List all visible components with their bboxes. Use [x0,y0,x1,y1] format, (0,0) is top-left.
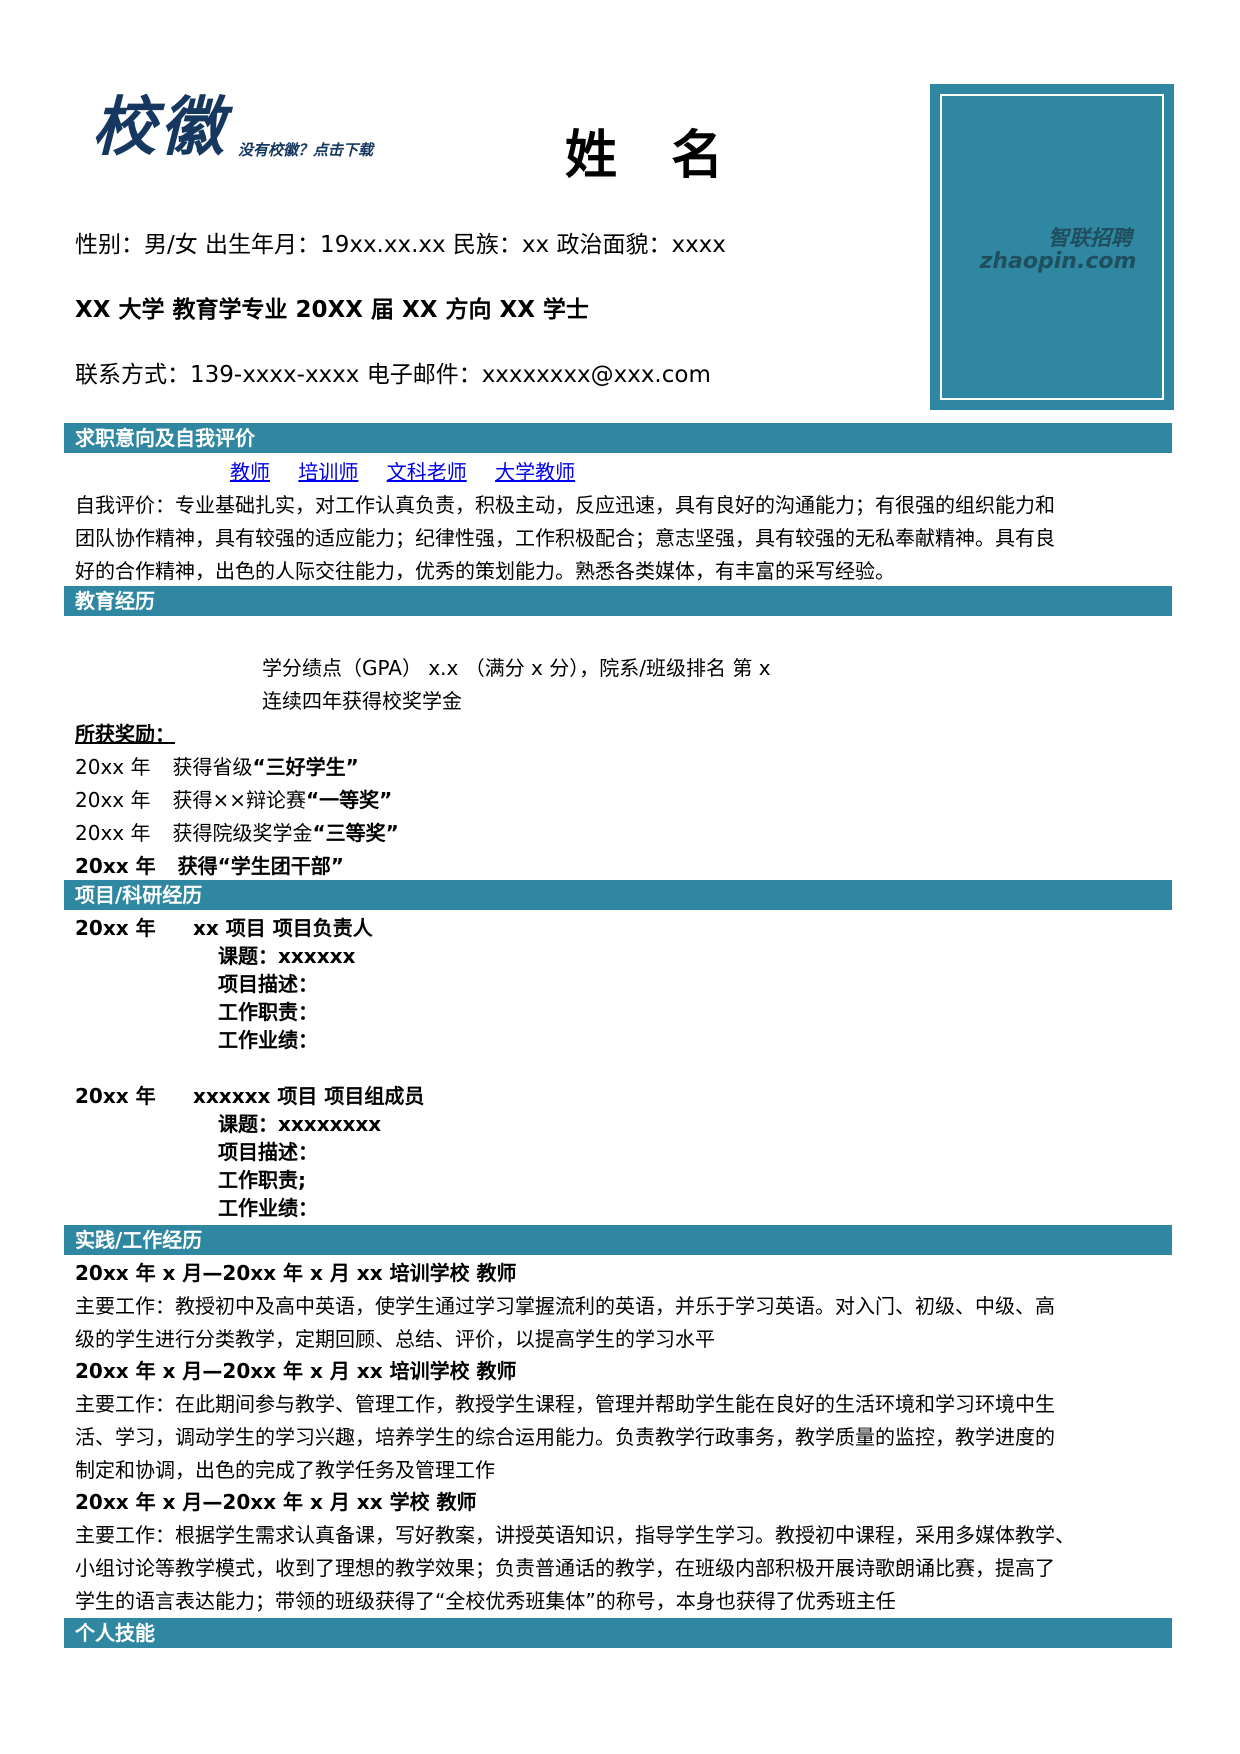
job-link-university-teacher[interactable]: 大学教师 [495,460,576,484]
job-description-line: 主要工作：根据学生需求认真备课，写好教案，讲授英语知识，指导学生学习。教授初中课… [75,1523,1075,1547]
project-topic: 课题：xxxxxx [218,944,356,968]
award-item: 20xx 年获得省级“三好学生” [75,751,359,783]
school-logo[interactable]: 校徽 [92,90,228,165]
personal-info: 性别：男/女 出生年月：19xx.xx.xx 民族：xx 政治面貌：xxxx [75,232,726,258]
project-year: 20xx 年 [75,1084,156,1108]
award-year: 20xx 年 [75,755,151,779]
job-link-liberal-arts-teacher[interactable]: 文科老师 [386,460,467,484]
job-header: 20xx 年 x 月—20xx 年 x 月 xx 学校 教师 [75,1490,477,1514]
project-duty-label: 工作职责; [218,1168,306,1192]
job-header: 20xx 年 x 月—20xx 年 x 月 xx 培训学校 教师 [75,1359,517,1383]
section-header-education: 教育经历 [64,586,1172,616]
project-title: xxxxxx 项目 项目组成员 [193,1084,425,1108]
self-evaluation-line-3: 好的合作精神，出色的人际交往能力，优秀的策划能力。熟悉各类媒体，有丰富的采写经验… [75,559,895,583]
project-duty-label: 工作职责： [218,1000,318,1024]
job-description-line: 级的学生进行分类教学，定期回顾、总结、评价，以提高学生的学习水平 [75,1327,715,1351]
job-description-line: 主要工作：教授初中及高中英语，使学生通过学习掌握流利的英语，并乐于学习英语。对入… [75,1294,1055,1318]
project-description-label: 项目描述： [218,972,318,996]
section-header-skills: 个人技能 [64,1618,1172,1648]
logo-download-link[interactable]: 没有校徽？点击下载 [238,141,374,159]
award-text: 获得“学生团干部” [177,854,344,878]
award-item: 20xx 年获得院级奖学金“三等奖” [75,817,399,849]
photo-placeholder[interactable]: 智联招聘 zhaopin.com [930,84,1174,410]
award-year: 20xx 年 [75,788,151,812]
section-header-intent: 求职意向及自我评价 [64,423,1172,453]
award-year: 20xx 年 [75,821,151,845]
job-intent-links: 教师 培训师 文科老师 大学教师 [230,456,575,488]
contact-info: 联系方式：139-xxxx-xxxx 电子邮件：xxxxxxxx@xxx.com [75,362,711,388]
watermark-cn: 智联招聘 [1048,226,1132,250]
award-year: 20xx 年 [75,854,156,878]
self-evaluation-line-1: 自我评价：专业基础扎实，对工作认真负责，积极主动，反应迅速，具有良好的沟通能力；… [75,493,1055,517]
awards-label: 所获奖励： [75,722,175,746]
job-description-line: 制定和协调，出色的完成了教学任务及管理工作 [75,1458,495,1482]
job-link-trainer[interactable]: 培训师 [298,460,359,484]
job-description-line: 小组讨论等教学模式，收到了理想的教学效果；负责普通话的教学，在班级内部积极开展诗… [75,1556,1055,1580]
project-title: xx 项目 项目负责人 [193,916,373,940]
award-text: 获得省级 [172,755,253,779]
self-evaluation-line-2: 团队协作精神，具有较强的适应能力；纪律性强，工作积极配合；意志坚强，具有较强的无… [75,526,1055,550]
job-description-line: 主要工作：在此期间参与教学、管理工作，教授学生课程，管理并帮助学生能在良好的生活… [75,1392,1055,1416]
award-highlight: “三等奖” [312,821,399,845]
job-link-teacher[interactable]: 教师 [230,460,270,484]
watermark-en: zhaopin.com [979,249,1137,274]
job-header: 20xx 年 x 月—20xx 年 x 月 xx 培训学校 教师 [75,1261,517,1285]
job-description-line: 活、学习，调动学生的学习兴趣，培养学生的综合运用能力。负责教学行政事务，教学质量… [75,1425,1055,1449]
section-header-projects: 项目/科研经历 [64,880,1172,910]
award-highlight: “一等奖” [306,788,393,812]
award-text: 获得××辩论赛 [172,788,306,812]
project-result-label: 工作业绩： [218,1028,318,1052]
job-description-line: 学生的语言表达能力；带领的班级获得了“全校优秀班集体”的称号，本身也获得了优秀班… [75,1589,896,1613]
project-description-label: 项目描述： [218,1140,318,1164]
award-item: 20xx 年获得××辩论赛“一等奖” [75,784,392,816]
project-result-label: 工作业绩： [218,1196,318,1220]
project-year: 20xx 年 [75,916,156,940]
photo-frame: 智联招聘 zhaopin.com [940,94,1164,400]
education-summary: XX 大学 教育学专业 20XX 届 XX 方向 XX 学士 [75,297,589,323]
award-item: 20xx 年获得“学生团干部” [75,850,344,882]
zhaopin-watermark: 智联招聘 zhaopin.com [978,226,1138,274]
award-text: 获得院级奖学金 [172,821,313,845]
section-header-practice: 实践/工作经历 [64,1225,1172,1255]
project-topic: 课题：xxxxxxxx [218,1112,382,1136]
scholarship-line: 连续四年获得校奖学金 [262,689,462,713]
gpa-line: 学分绩点（GPA） x.x （满分 x 分），院系/班级排名 第 x [262,656,771,680]
candidate-name: 姓 名 [565,126,742,186]
award-highlight: “三好学生” [252,755,359,779]
